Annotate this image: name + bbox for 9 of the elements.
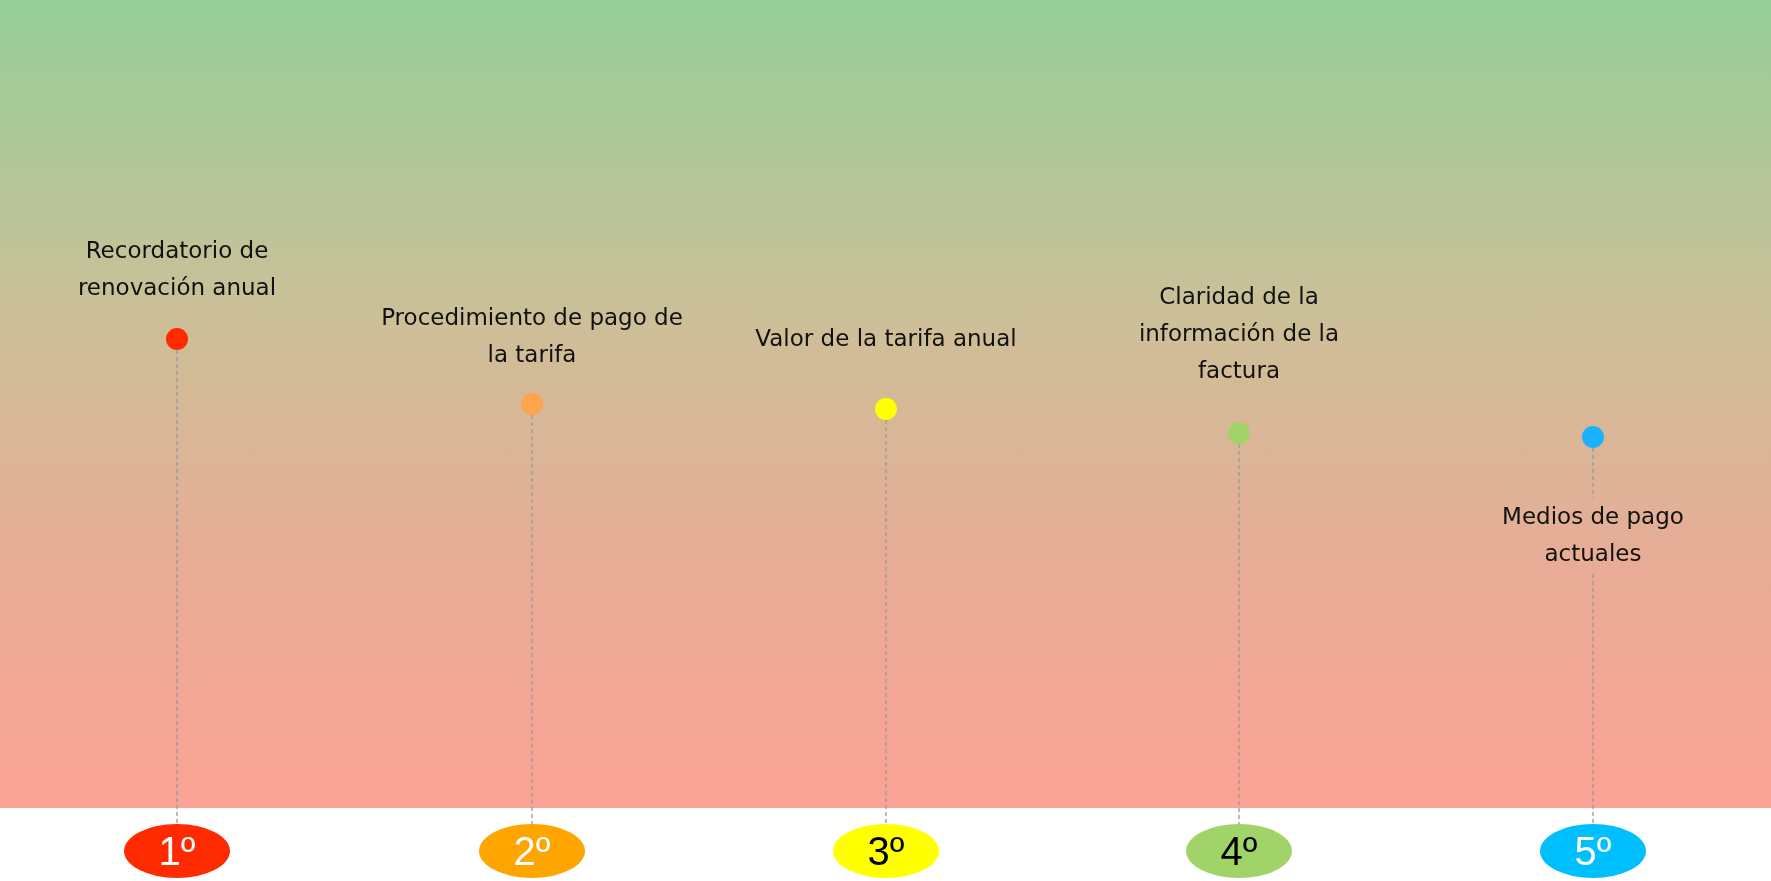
rank-badge: 3º — [833, 824, 939, 878]
dashed-connector — [176, 349, 178, 825]
rank-badge: 2º — [479, 824, 585, 878]
dashed-connector — [531, 414, 533, 825]
rank-badge: 4º — [1186, 824, 1292, 878]
rank-badge: 5º — [1540, 824, 1646, 878]
dashed-connector — [1238, 443, 1240, 825]
rank-badge: 1º — [124, 824, 230, 878]
dashed-connector — [885, 419, 887, 825]
